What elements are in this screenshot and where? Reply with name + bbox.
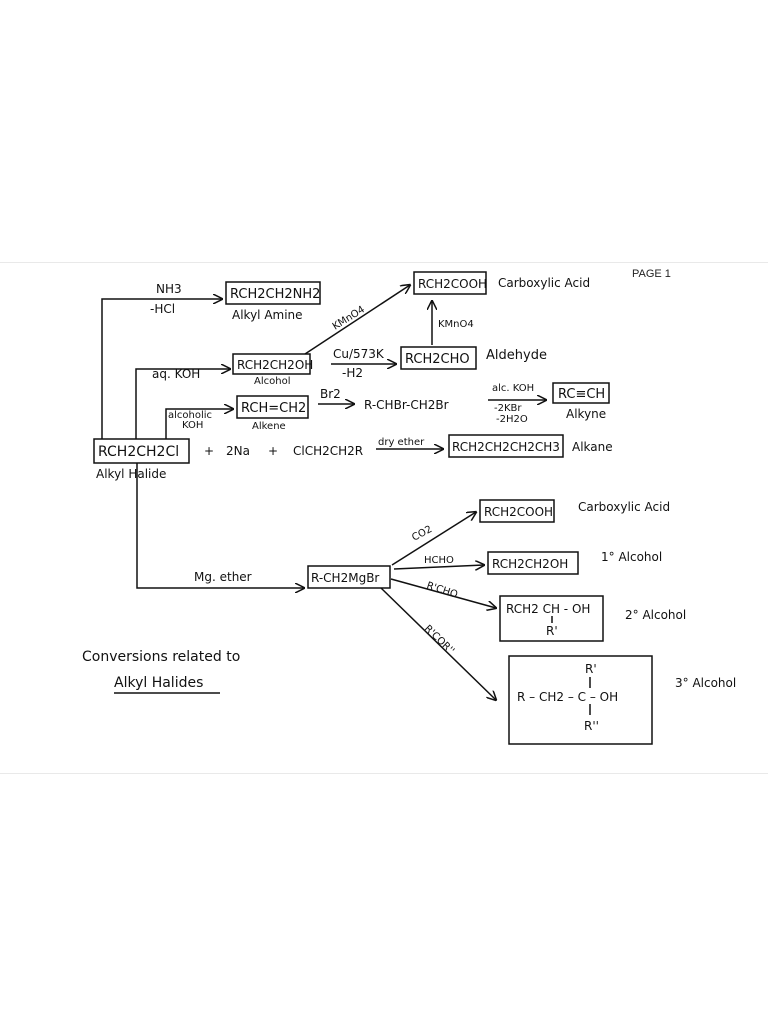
- primary-formula: RCH2CH2OH: [492, 557, 568, 571]
- amine-formula: RCH2CH2NH2: [230, 287, 320, 302]
- rcho-reagent: R'CHO: [425, 580, 459, 600]
- secondary-sub: R': [546, 624, 558, 638]
- alkane-box: [448, 434, 564, 458]
- primary-label: 1° Alcohol: [601, 550, 662, 564]
- oxidation-arrow: [304, 285, 410, 355]
- acid-top-box: [413, 271, 487, 295]
- bromination-reagent: Br2: [320, 387, 341, 401]
- alkyne-reagent: alc. KOH: [492, 383, 534, 394]
- wurtz-reagent: dry ether: [378, 437, 425, 448]
- acid-co2-label: Carboxylic Acid: [578, 500, 670, 514]
- acid-co2-formula: RCH2COOH: [484, 505, 553, 519]
- conversion-diagram: PAGE 1 RCH2CH2Cl Alkyl Halide NH3 -HCl R…: [82, 268, 736, 745]
- oxidation-reagent: KMnO4: [331, 304, 367, 332]
- wurtz-na: 2Na: [226, 444, 250, 458]
- wurtz-reactant: ClCH2CH2R: [293, 444, 363, 458]
- amine-reagent: NH3: [156, 282, 182, 296]
- co2-arrow: [391, 512, 476, 566]
- alcohol-box: [232, 353, 311, 375]
- alkene-label: Alkene: [252, 421, 286, 432]
- start-label: Alkyl Halide: [96, 467, 166, 481]
- secondary-box: [499, 595, 604, 642]
- amine-arrow: [101, 299, 222, 439]
- title-line2: Alkyl Halides: [114, 675, 203, 691]
- alkyne-formula: RC≡CH: [558, 387, 605, 402]
- rcor-reagent: R'COR'': [422, 623, 456, 657]
- rcor-arrow: [380, 587, 496, 700]
- acid-top-formula: RCH2COOH: [418, 277, 487, 291]
- acid-co2-box: [479, 499, 555, 523]
- secondary-label: 2° Alcohol: [625, 608, 686, 622]
- amine-box: [225, 281, 321, 305]
- amine-byproduct: -HCl: [150, 302, 175, 316]
- alcohol-arrow: [135, 369, 230, 439]
- grignard-box: [307, 565, 391, 589]
- secondary-formula: RCH2 CH - OH: [506, 602, 590, 616]
- alkyne-byproduct1: -2KBr: [494, 403, 522, 414]
- aldehyde-byproduct: -H2: [342, 366, 363, 380]
- start-formula: RCH2CH2Cl: [98, 444, 179, 460]
- acid-top-label: Carboxylic Acid: [498, 276, 590, 290]
- acid-top-reagent: KMnO4: [438, 319, 474, 330]
- aldehyde-label: Aldehyde: [486, 348, 547, 363]
- wurtz-plus1: +: [204, 444, 214, 458]
- alkyne-byproduct2: -2H2O: [496, 414, 528, 425]
- tertiary-bottom: R'': [584, 719, 599, 733]
- grignard-arrow: [136, 463, 304, 588]
- alkane-formula: RCH2CH2CH2CH3: [452, 440, 560, 454]
- grignard-reagent: Mg. ether: [194, 570, 252, 584]
- tertiary-main: R – CH2 – C – OH: [517, 690, 618, 704]
- amine-label: Alkyl Amine: [232, 308, 303, 322]
- primary-box: [487, 551, 579, 575]
- hcho-reagent: HCHO: [424, 555, 454, 566]
- rcho-arrow: [390, 578, 496, 608]
- aldehyde-reagent: Cu/573K: [333, 347, 385, 361]
- worksheet-page: PAGE 1 RCH2CH2Cl Alkyl Halide NH3 -HCl R…: [0, 262, 768, 774]
- wurtz-plus2: +: [268, 444, 278, 458]
- alkene-box: [236, 395, 309, 419]
- alkyne-box: [552, 382, 610, 404]
- grignard-formula: R-CH2MgBr: [311, 571, 379, 585]
- alkene-reagent-line2: KOH: [182, 420, 203, 431]
- start-box: [93, 438, 190, 464]
- alkene-formula: RCH=CH2: [241, 401, 306, 416]
- hcho-arrow: [393, 565, 484, 569]
- aldehyde-formula: RCH2CHO: [405, 352, 470, 367]
- alkene-reagent-line1: alcoholic: [168, 410, 212, 421]
- page-label: PAGE 1: [632, 268, 671, 280]
- tertiary-box: [508, 655, 653, 745]
- aldehyde-box: [400, 346, 477, 370]
- bromination-product: R-CHBr-CH2Br: [364, 398, 449, 412]
- title-line1: Conversions related to: [82, 649, 240, 665]
- tertiary-label: 3° Alcohol: [675, 676, 736, 690]
- alcohol-label: Alcohol: [254, 376, 290, 387]
- alcohol-formula: RCH2CH2OH: [237, 358, 313, 372]
- tertiary-top: R': [585, 662, 597, 676]
- alcohol-reagent: aq. KOH: [152, 367, 200, 381]
- alkane-label: Alkane: [572, 440, 613, 454]
- alkene-arrow: [165, 409, 233, 439]
- alkyne-label: Alkyne: [566, 407, 606, 421]
